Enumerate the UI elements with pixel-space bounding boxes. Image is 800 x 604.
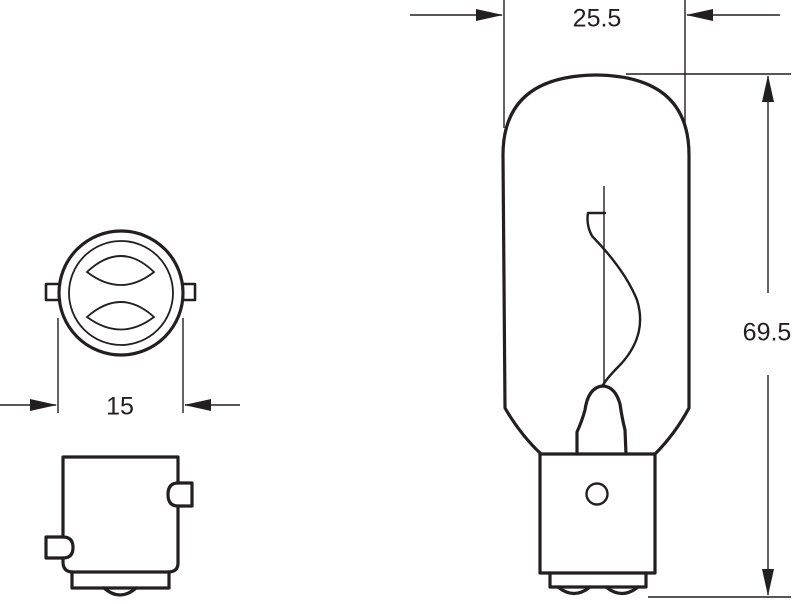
arrow-left-icon [184,399,211,411]
base-insulator [548,571,648,589]
bayonet-pin-right [181,282,197,302]
bulb-base [538,452,657,575]
base-shell-outline [61,455,180,574]
glass-envelope [501,73,691,456]
base-side-view [44,455,194,597]
contact-lower [85,301,156,331]
arrow-up-icon [762,75,774,102]
dimension-label-height: 69.5 [742,318,792,347]
socket-outer-ring [57,229,185,357]
bayonet-pin-left-side [44,535,75,560]
base-end-view [0,229,240,413]
base-insulator [70,570,171,590]
dimension-label-base-diameter: 15 [106,392,134,421]
bayonet-pin-left [44,282,62,302]
contact-upper [85,255,156,286]
filament [586,211,642,387]
arrow-right-icon [476,9,503,21]
contact-right [604,585,640,596]
glass-stem [575,384,628,456]
arrow-left-icon [686,9,713,21]
dimension-label-width: 25.5 [572,4,622,33]
solder-contact [102,586,138,597]
arrow-down-icon [762,569,774,596]
bulb-front-view [410,0,791,598]
socket-inner-ring [68,240,174,346]
bayonet-pin [585,482,609,506]
bayonet-pin-right-side [166,481,194,508]
arrow-right-icon [30,399,57,411]
contact-left [556,585,592,596]
